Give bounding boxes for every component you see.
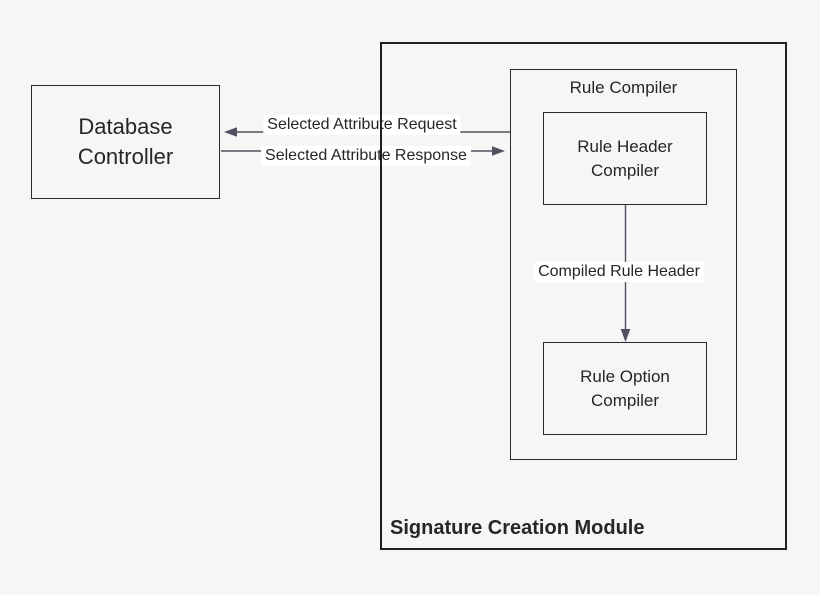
arrowhead-left-icon: [224, 127, 237, 137]
arrowhead-right-icon: [492, 146, 505, 156]
rule-compiler-title: Rule Compiler: [569, 78, 678, 97]
selected-attribute-request-label: Selected Attribute Request: [263, 115, 461, 135]
database-controller-label-line1: Database: [78, 114, 173, 139]
rule-option-compiler-box: Rule Option Compiler: [543, 342, 707, 435]
rule-option-compiler-label-line1: Rule Option: [580, 366, 670, 386]
compiled-rule-header-label: Compiled Rule Header: [534, 262, 704, 282]
signature-creation-module-label: Signature Creation Module: [390, 517, 645, 539]
database-controller-box: Database Controller: [31, 85, 220, 199]
arrowhead-down-icon: [620, 329, 631, 342]
rule-compiler-box: [510, 69, 737, 460]
rule-option-compiler-label-line2: Compiler: [590, 390, 660, 410]
rule-header-compiler-label-line1: Rule Header: [577, 136, 673, 156]
rule-header-compiler-box: Rule Header Compiler: [543, 112, 707, 205]
database-controller-label-line2: Controller: [77, 144, 174, 169]
signature-creation-module-box: [380, 42, 787, 550]
rule-header-compiler-label-line2: Compiler: [590, 160, 660, 180]
selected-attribute-response-label: Selected Attribute Response: [261, 146, 471, 166]
